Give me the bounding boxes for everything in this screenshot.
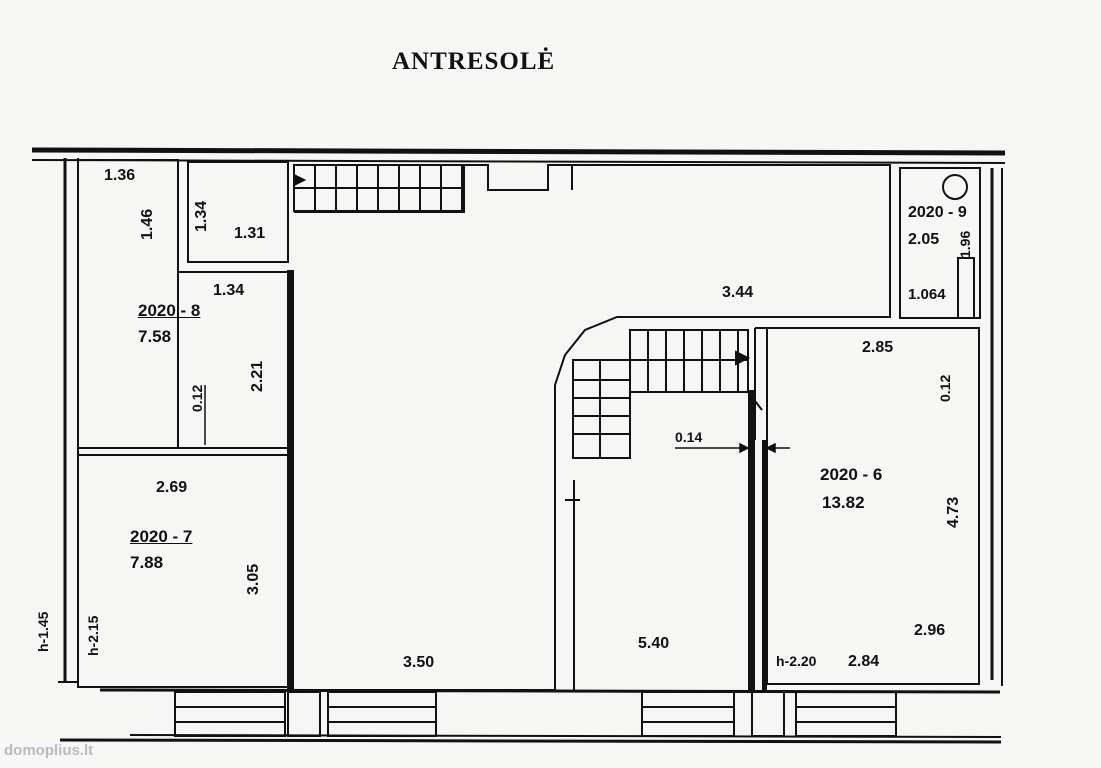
dim-4-73: 4.73 bbox=[945, 496, 962, 528]
dim-3-05: 3.05 bbox=[245, 563, 262, 595]
dim-1-46: 1.46 bbox=[139, 208, 156, 240]
windows bbox=[174, 691, 897, 737]
dim-3-44: 3.44 bbox=[722, 284, 754, 301]
dim-1-31: 1.31 bbox=[234, 225, 266, 242]
dim-h-2-20: h-2.20 bbox=[776, 653, 817, 669]
dim-2-84: 2.84 bbox=[848, 653, 880, 670]
stair-top bbox=[293, 164, 463, 212]
dim-3-50: 3.50 bbox=[403, 654, 435, 671]
room-6-walls bbox=[754, 327, 980, 685]
room-7-number: 2020 - 7 bbox=[130, 527, 193, 546]
dim-2-96: 2.96 bbox=[914, 622, 946, 639]
outer-walls bbox=[31, 147, 1006, 744]
dim-2-85: 2.85 bbox=[862, 339, 894, 356]
dimension-lines bbox=[204, 385, 790, 454]
dim-1-34-vertical: 1.34 bbox=[193, 200, 210, 232]
partition-walls bbox=[287, 270, 767, 690]
room-6-area: 13.82 bbox=[822, 493, 865, 512]
plan-title: ANTRESOLĖ bbox=[392, 48, 556, 75]
stair-middle bbox=[572, 329, 763, 459]
room-9-walls bbox=[899, 167, 981, 319]
dim-0-12-left: 0.12 bbox=[189, 384, 205, 412]
room-6-number: 2020 - 6 bbox=[820, 465, 883, 484]
hall-walls bbox=[294, 164, 891, 691]
dim-2-69: 2.69 bbox=[156, 479, 188, 496]
room-9-area: 2.05 bbox=[908, 231, 940, 248]
room-7-area: 7.88 bbox=[130, 553, 164, 572]
dim-1-064: 1.064 bbox=[908, 286, 946, 303]
dim-h-1-45: h-1.45 bbox=[35, 611, 51, 652]
dim-h-2-15: h-2.15 bbox=[85, 615, 101, 656]
room-9-number: 2020 - 9 bbox=[908, 204, 967, 221]
dim-5-40: 5.40 bbox=[638, 635, 670, 652]
watermark: domoplius.lt bbox=[4, 742, 94, 759]
room-8-number: 2020 - 8 bbox=[138, 301, 201, 320]
dim-1-96: 1.96 bbox=[957, 230, 973, 258]
dim-1-34-horizontal: 1.34 bbox=[213, 282, 245, 299]
dim-0-14: 0.14 bbox=[675, 429, 703, 445]
dim-2-21: 2.21 bbox=[249, 360, 266, 392]
room-8-area: 7.58 bbox=[138, 327, 172, 346]
dim-0-12-right: 0.12 bbox=[937, 374, 953, 402]
dim-1-36: 1.36 bbox=[104, 167, 136, 184]
